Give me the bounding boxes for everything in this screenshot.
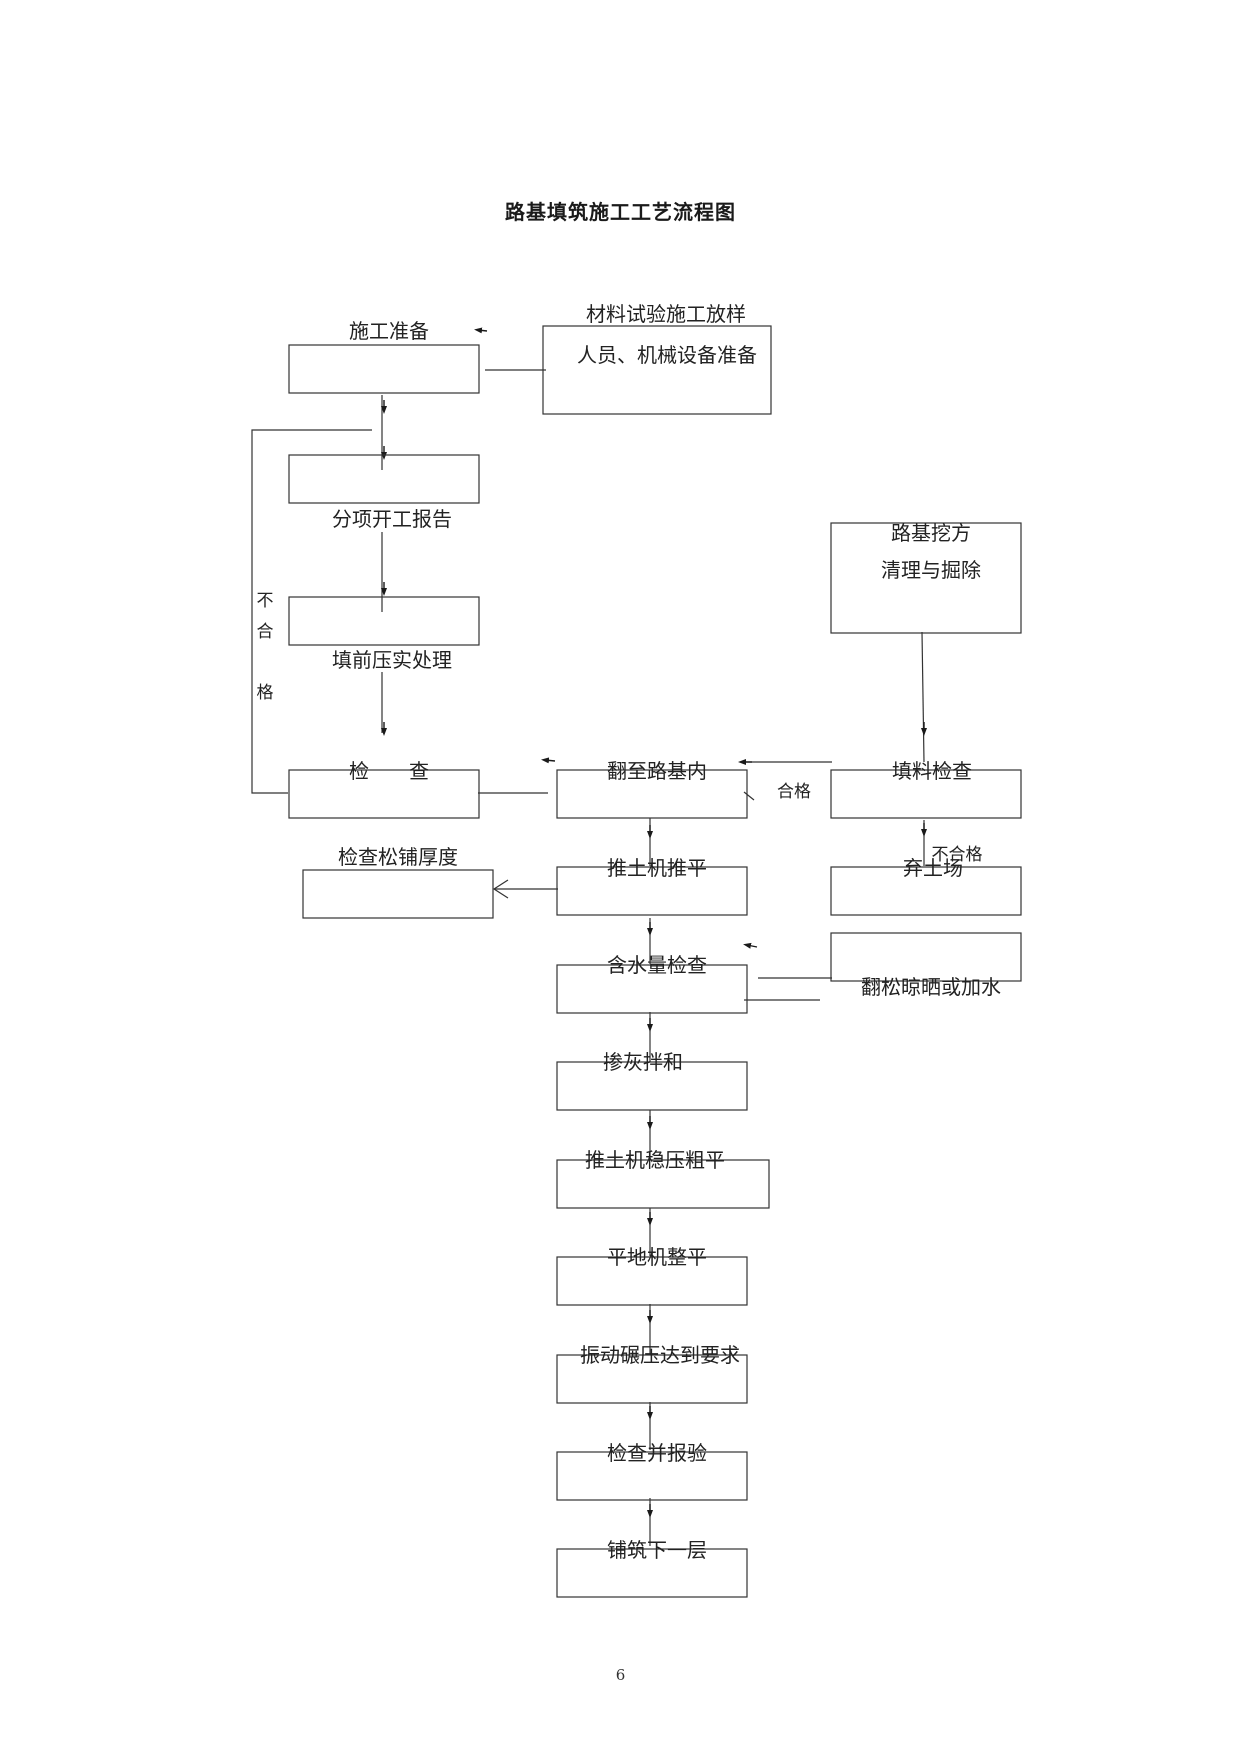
label-check: 检 查: [349, 759, 429, 783]
box-vibro: [556, 1354, 748, 1404]
label-lime: 掺灰拌和: [603, 1050, 683, 1074]
label-grader: 平地机整平: [607, 1245, 707, 1269]
box-grader: [556, 1256, 748, 1306]
label-report: 分项开工报告: [332, 507, 452, 531]
label-vibro: 振动碾压达到要求: [580, 1343, 740, 1367]
connector-excavation-to-fillcheck: [921, 631, 925, 763]
box-check: [288, 769, 480, 819]
label-thickness: 检查松铺厚度: [338, 845, 458, 869]
box-into-subgrade: [556, 769, 748, 819]
label-pass: 合格: [777, 782, 811, 802]
label-dozer-level: 推土机推平: [607, 856, 707, 880]
flow-connectors: [251, 369, 925, 1546]
box-precompaction: [288, 596, 480, 646]
label-clearing: 清理与掘除: [881, 558, 981, 582]
box-lime: [556, 1061, 748, 1111]
label-fail-left-2: 合: [257, 622, 274, 642]
label-fail-left-1: 不: [257, 591, 274, 611]
flow-labels: 施工准备 材料试验施工放样 人员、机械设备准备 分项开工报告 填前压实处理 检 …: [257, 302, 1002, 1562]
box-compact: [556, 1159, 770, 1209]
box-disposal: [830, 866, 1022, 916]
box-materials: [542, 325, 772, 415]
flow-boxes: [288, 325, 1022, 1598]
label-drywet: 翻松晾晒或加水: [861, 975, 1001, 999]
label-fail-left-3: 格: [257, 683, 274, 703]
label-fail-right: 不合格: [932, 845, 983, 865]
label-into-subgrade: 翻至路基内: [607, 759, 707, 783]
label-prep: 施工准备: [349, 319, 429, 343]
label-inspect: 检查并报验: [607, 1441, 707, 1465]
box-prep: [288, 344, 480, 394]
box-thickness: [302, 869, 494, 919]
box-report: [288, 454, 480, 504]
box-dozer-level: [556, 866, 748, 916]
arrow-marks: [381, 327, 927, 1518]
label-precompaction: 填前压实处理: [332, 648, 452, 672]
box-next-layer: [556, 1548, 748, 1598]
label-personnel: 人员、机械设备准备: [577, 343, 757, 367]
connector-tick-pass: [743, 791, 755, 801]
box-drywet: [830, 932, 1022, 982]
page-number: 6: [615, 1666, 626, 1684]
page-title: 路基填筑施工工艺流程图: [505, 200, 736, 224]
box-excavation: [830, 522, 1022, 634]
box-inspect: [556, 1451, 748, 1501]
label-moisture: 含水量检查: [607, 953, 707, 977]
label-disposal: 弃土场: [903, 856, 963, 880]
label-compact: 推土机稳压粗平: [585, 1148, 725, 1172]
label-materials: 材料试验施工放样: [586, 302, 746, 326]
open-arrowhead-thickness: [492, 879, 509, 899]
label-fillcheck: 填料检查: [892, 759, 972, 783]
label-excavation: 路基挖方: [891, 521, 971, 545]
box-moisture: [556, 964, 748, 1014]
connector-fail-loop: [251, 429, 372, 794]
label-next-layer: 铺筑下一层: [607, 1538, 707, 1562]
box-fillcheck: [830, 769, 1022, 819]
